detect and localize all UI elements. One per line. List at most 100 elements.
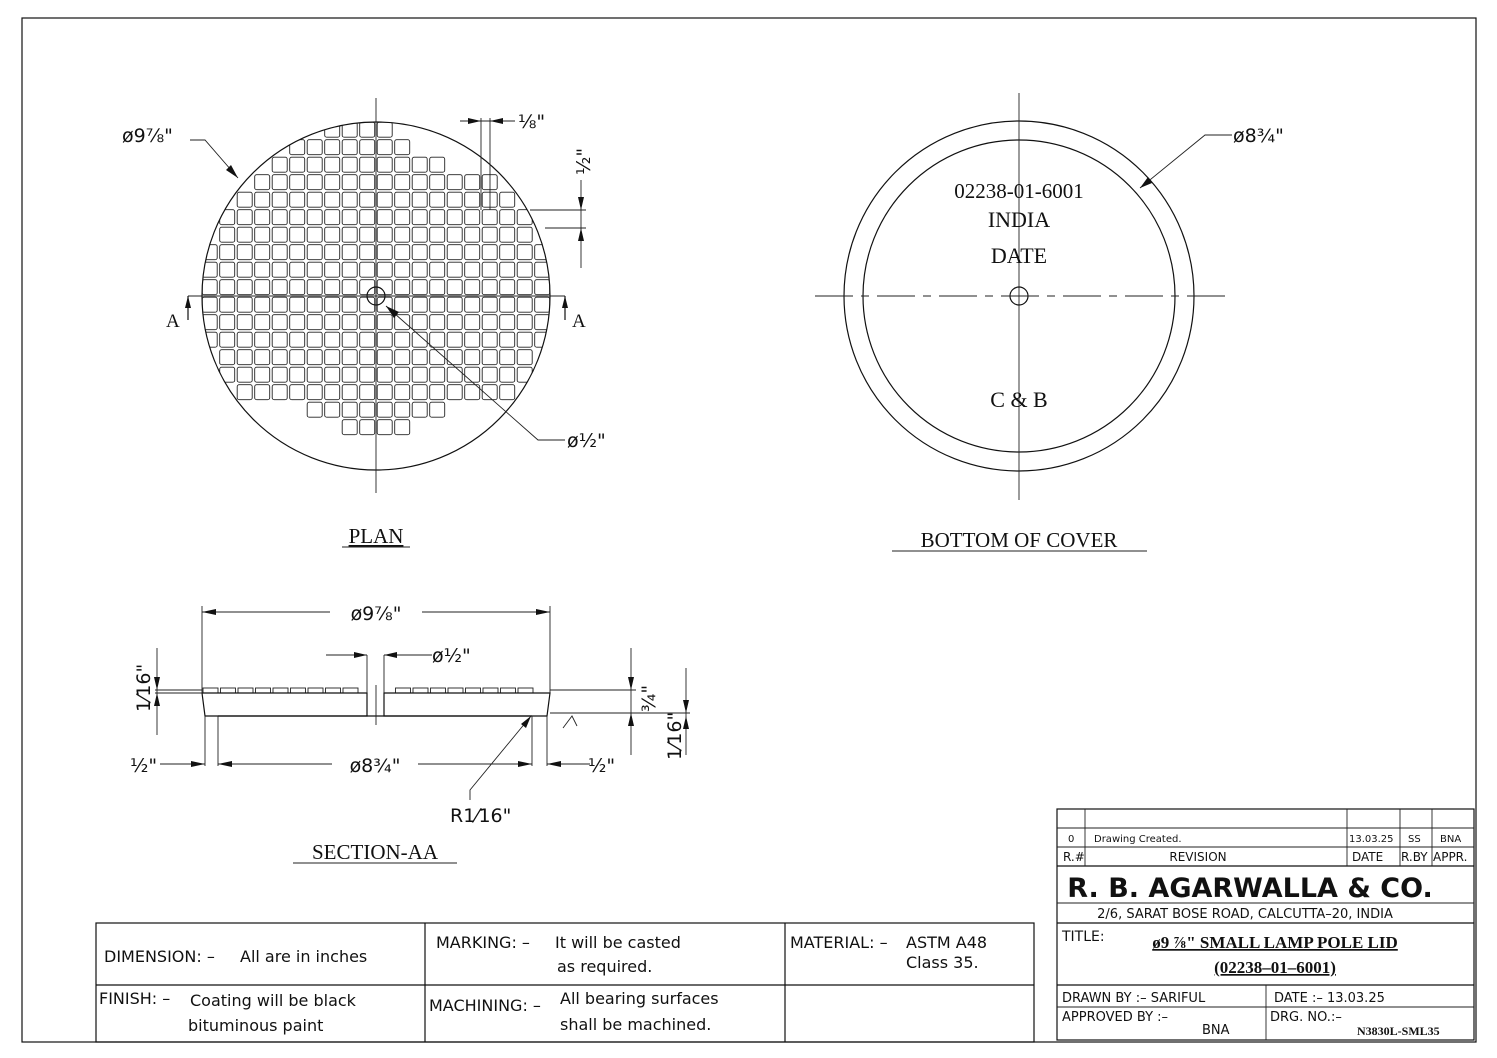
svg-text:A: A xyxy=(572,311,586,332)
slot xyxy=(411,261,428,278)
slot xyxy=(236,366,253,383)
slot xyxy=(394,384,411,401)
slot xyxy=(429,209,446,226)
slot xyxy=(202,279,218,296)
section-slot xyxy=(255,687,271,694)
slot xyxy=(306,226,323,243)
slot xyxy=(254,226,271,243)
slot xyxy=(306,401,323,418)
slot xyxy=(236,331,253,348)
slot xyxy=(376,366,393,383)
slot xyxy=(271,296,288,313)
slot xyxy=(464,331,481,348)
slot xyxy=(446,296,463,313)
svg-text:ø8¾": ø8¾" xyxy=(1233,125,1284,147)
section-title: SECTION-AA xyxy=(312,840,439,864)
slot xyxy=(446,261,463,278)
slot xyxy=(376,419,393,436)
slot xyxy=(341,174,358,191)
slot xyxy=(219,209,236,226)
slot xyxy=(341,226,358,243)
slot xyxy=(236,296,253,313)
section-thickness-dimension: ¾" xyxy=(562,648,660,755)
arrow-icon xyxy=(185,296,191,308)
slot xyxy=(271,261,288,278)
slot xyxy=(446,191,463,208)
svg-text:A: A xyxy=(166,311,180,332)
section-slot xyxy=(202,687,219,694)
slot xyxy=(289,209,306,226)
slot xyxy=(324,261,341,278)
slot xyxy=(516,349,533,366)
slot xyxy=(341,139,358,156)
slot xyxy=(516,279,533,296)
slot xyxy=(481,349,498,366)
slot xyxy=(534,296,550,313)
finish-value-1: Coating will be black xyxy=(190,991,357,1010)
slot xyxy=(376,349,393,366)
slot xyxy=(324,244,341,261)
slot xyxy=(271,279,288,296)
slot xyxy=(429,226,446,243)
slot xyxy=(499,366,516,383)
svg-text:R.#: R.# xyxy=(1063,850,1085,864)
svg-text:1⁄16": 1⁄16" xyxy=(133,664,155,712)
slot xyxy=(411,244,428,261)
svg-text:½": ½" xyxy=(573,148,595,175)
slot xyxy=(359,122,376,138)
slot xyxy=(324,191,341,208)
slot xyxy=(324,156,341,173)
slot xyxy=(271,174,288,191)
plan-hole-dia-dimension: ø½" xyxy=(385,305,606,452)
slot xyxy=(464,384,481,401)
slot xyxy=(359,314,376,331)
slot xyxy=(499,296,516,313)
section-slot xyxy=(430,687,446,694)
slot xyxy=(341,419,358,436)
arrow-icon xyxy=(191,761,205,767)
slot xyxy=(376,244,393,261)
slot xyxy=(446,209,463,226)
slot xyxy=(376,139,393,156)
slot xyxy=(481,384,498,401)
slot xyxy=(236,209,253,226)
slot xyxy=(464,174,481,191)
slot xyxy=(236,244,253,261)
slot xyxy=(394,419,411,436)
slot xyxy=(429,261,446,278)
section-slot xyxy=(220,687,236,694)
notes-table: DIMENSION: – All are in inches MARKING: … xyxy=(95,922,1035,1043)
slot xyxy=(289,226,306,243)
arrow-icon xyxy=(354,652,367,658)
slot xyxy=(376,122,393,138)
slot xyxy=(289,156,306,173)
slot xyxy=(359,156,376,173)
section-recess-depth-dimension: 1⁄16" xyxy=(664,668,689,760)
slot xyxy=(499,226,516,243)
svg-text:⅛": ⅛" xyxy=(518,111,545,133)
slot xyxy=(254,331,271,348)
slot xyxy=(359,349,376,366)
slot xyxy=(289,279,306,296)
slot xyxy=(446,279,463,296)
slot xyxy=(306,314,323,331)
slot xyxy=(429,384,446,401)
slot xyxy=(219,331,236,348)
slot xyxy=(306,244,323,261)
section-body-right xyxy=(383,692,551,717)
slot xyxy=(394,331,411,348)
machining-value-1: All bearing surfaces xyxy=(560,989,719,1008)
slot xyxy=(254,349,271,366)
slot xyxy=(429,156,446,173)
slot xyxy=(429,191,446,208)
slot xyxy=(324,401,341,418)
slot xyxy=(359,244,376,261)
slot xyxy=(429,366,446,383)
slot xyxy=(394,349,411,366)
slot xyxy=(516,366,533,383)
plan-outer-dia-dimension: ø9⅞" xyxy=(122,125,239,179)
slot xyxy=(446,366,463,383)
slot xyxy=(516,314,533,331)
svg-text:0: 0 xyxy=(1068,834,1074,845)
slot xyxy=(411,349,428,366)
